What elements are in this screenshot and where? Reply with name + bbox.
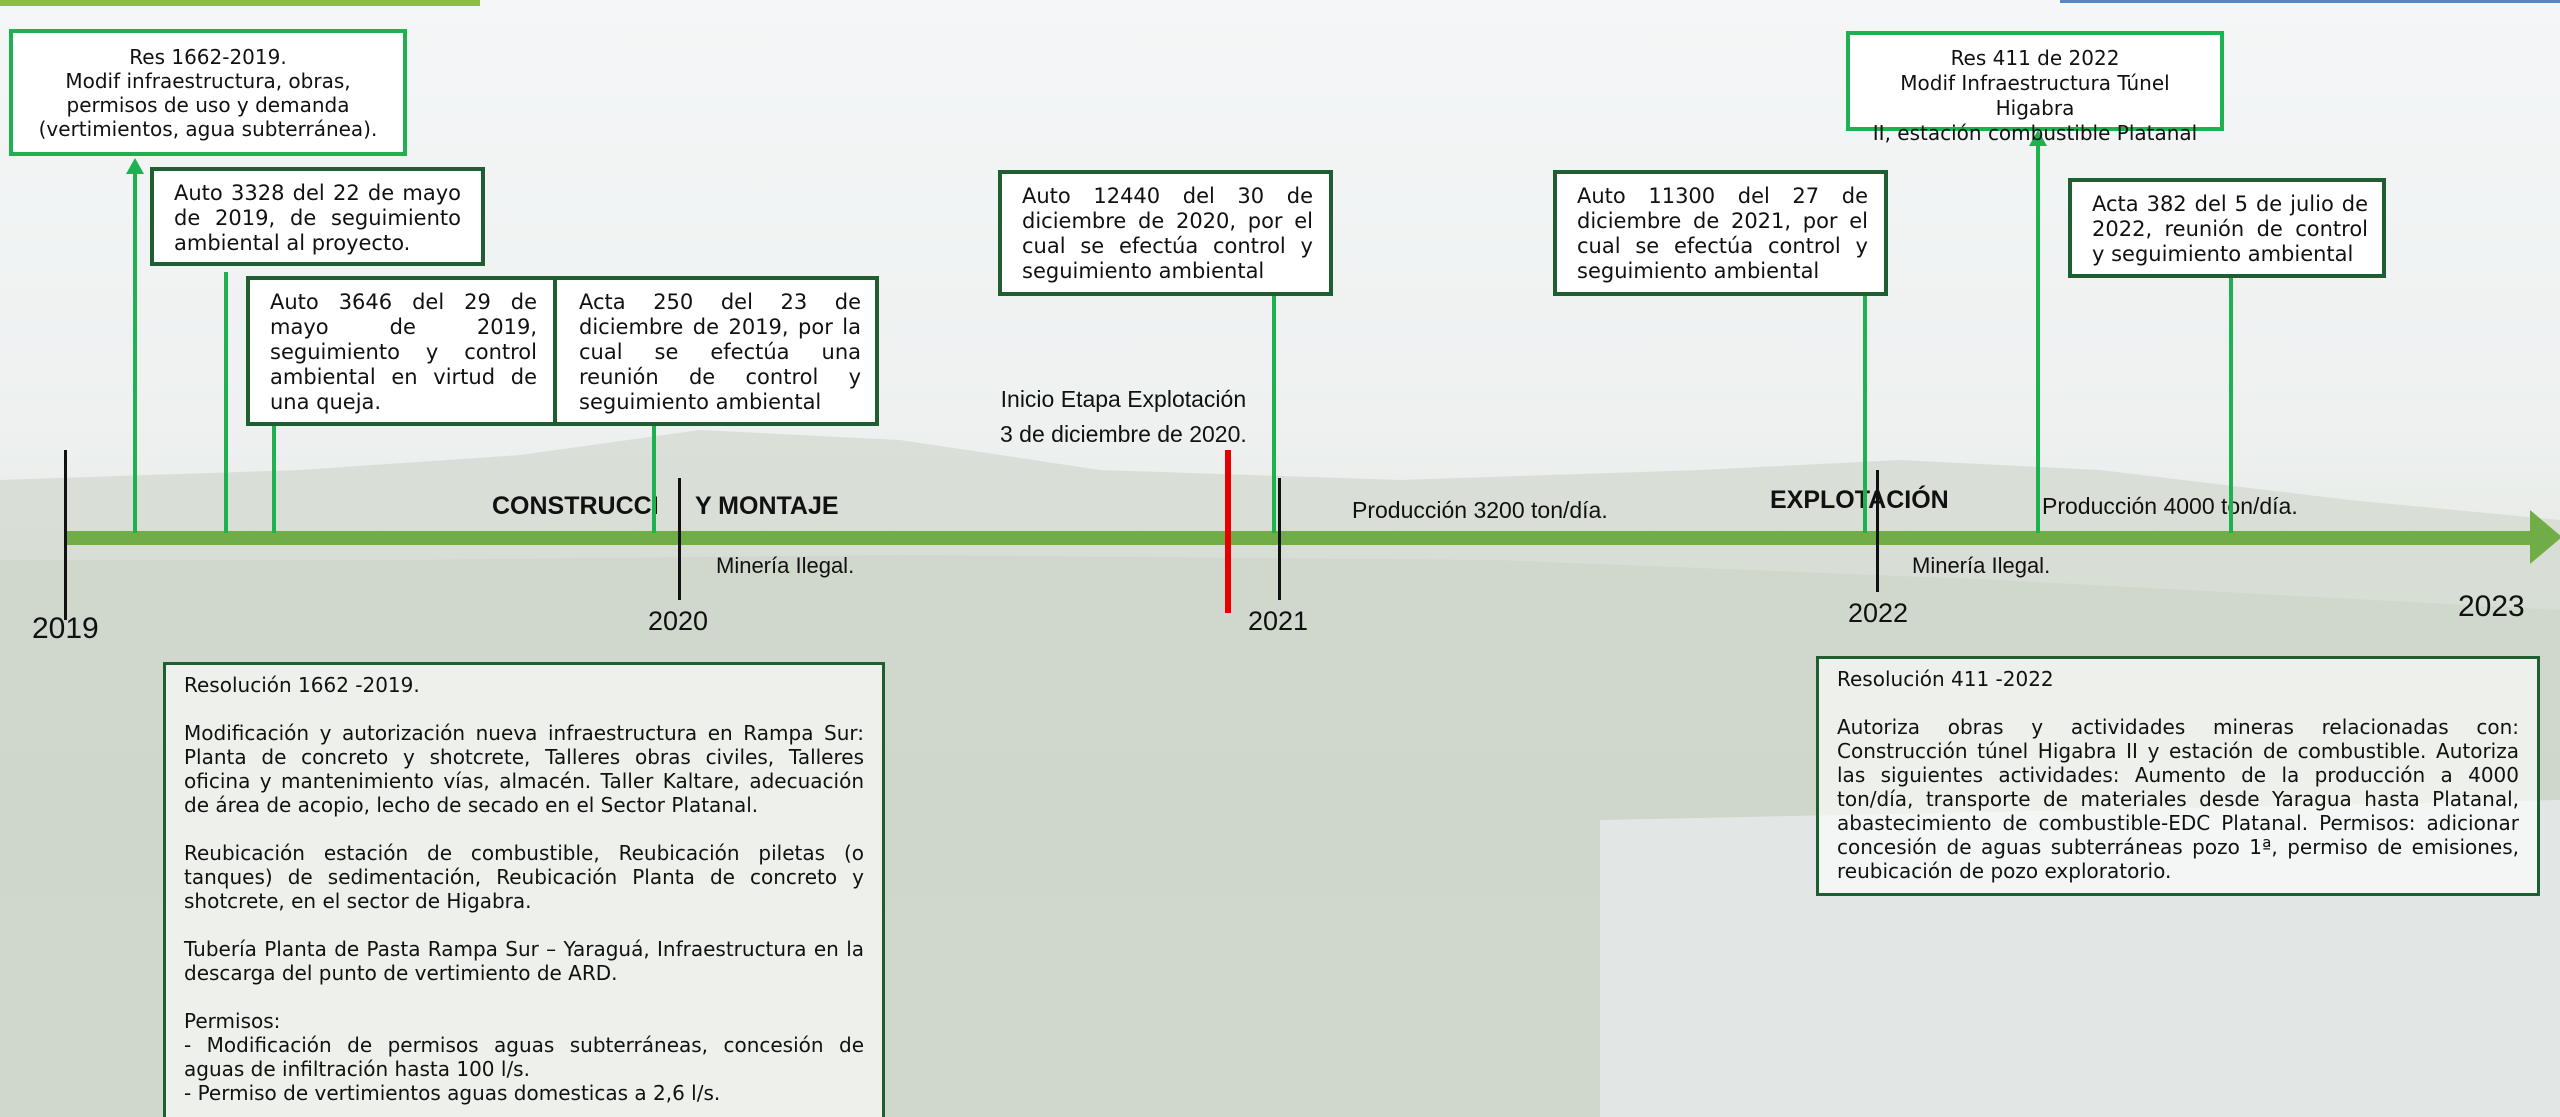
arrow-res1662: [126, 158, 144, 174]
event-auto3328: Auto 3328 del 22 de mayo de 2019, de seg…: [150, 167, 485, 266]
production-4000-label: Producción 4000 ton/día.: [2042, 493, 2298, 519]
phase-construction-right: Y MONTAJE: [695, 492, 839, 520]
detail-res411-title: Resolución 411 -2022: [1837, 667, 2054, 691]
res1662-line2: Modif infraestructura, obras,: [65, 69, 351, 93]
start-exploitation-line1: Inicio Etapa Explotación: [1000, 386, 1247, 412]
illegal-mining-label-1: Minería Ilegal.: [716, 553, 855, 578]
start-exploitation-marker: [1225, 450, 1231, 613]
start-exploitation-line2: 3 de diciembre de 2020.: [1000, 421, 1247, 447]
event-auto11300: Auto 11300 del 27 de diciembre de 2021, …: [1553, 170, 1888, 296]
year-2019: 2019: [32, 612, 99, 645]
detail-res1662-title: Resolución 1662 -2019.: [184, 673, 420, 697]
event-auto3646: Auto 3646 del 29 de mayo de 2019, seguim…: [246, 276, 557, 426]
phase-exploitation: EXPLOTACIÓN: [1770, 486, 1949, 514]
connector-auto12440: [1272, 296, 1276, 533]
year-2022: 2022: [1848, 598, 1909, 628]
timeline-arrowhead: [2530, 510, 2560, 564]
year-2021: 2021: [1248, 606, 1309, 636]
start-exploitation-label: Inicio Etapa Explotación 3 de diciembre …: [1000, 382, 1247, 452]
detail-res1662-p3: Tubería Planta de Pasta Rampa Sur – Yara…: [184, 937, 864, 985]
detail-res1662-permisos-title: Permisos:: [184, 1009, 281, 1033]
res411-line3: II, estación combustible Platanal: [1872, 121, 2198, 145]
tick-2020: [678, 478, 681, 600]
arrow-res411: [2029, 130, 2047, 146]
tick-2019: [64, 450, 67, 620]
tick-2022: [1876, 470, 1879, 592]
timeline-axis: [64, 531, 2534, 545]
event-acta382: Acta 382 del 5 de julio de 2022, reunión…: [2068, 178, 2386, 278]
connector-acta250: [652, 426, 656, 533]
detail-res411: Resolución 411 -2022 Autoriza obras y ac…: [1816, 656, 2540, 896]
top-accent-bar-blue: [2060, 0, 2560, 3]
top-accent-bar-green: [0, 0, 480, 6]
illegal-mining-label-2: Minería Ilegal.: [1912, 553, 2051, 578]
res411-line1: Res 411 de 2022: [1950, 46, 2120, 70]
event-res411: Res 411 de 2022 Modif Infraestructura Tú…: [1846, 31, 2224, 145]
phase-construction-left: CONSTRUCCI: [492, 492, 659, 520]
event-auto12440: Auto 12440 del 30 de diciembre de 2020, …: [998, 170, 1333, 296]
event-acta250: Acta 250 del 23 de diciembre de 2019, po…: [553, 276, 879, 426]
production-3200-label: Producción 3200 ton/día.: [1352, 497, 1608, 523]
event-res1662: Res 1662-2019. Modif infraestructura, ob…: [9, 29, 407, 156]
detail-res1662-p1: Modificación y autorización nueva infrae…: [184, 721, 864, 817]
tick-2021: [1278, 478, 1281, 600]
res1662-line1: Res 1662-2019.: [129, 45, 287, 69]
detail-res1662: Resolución 1662 -2019. Modificación y au…: [163, 662, 885, 1117]
connector-auto3646: [272, 426, 276, 533]
connector-auto11300: [1863, 296, 1867, 533]
detail-res1662-p2: Reubicación estación de combustible, Reu…: [184, 841, 864, 913]
year-2023: 2023: [2458, 590, 2525, 623]
detail-res1662-permiso1: - Modificación de permisos aguas subterr…: [184, 1033, 864, 1081]
detail-res411-p1: Autoriza obras y actividades mineras rel…: [1837, 715, 2519, 883]
detail-res1662-permiso2: - Permiso de vertimientos aguas domestic…: [184, 1081, 721, 1105]
res1662-line4: (vertimientos, agua subterránea).: [38, 117, 378, 141]
connector-acta382: [2229, 276, 2233, 533]
connector-res1662: [133, 170, 137, 533]
res411-line2: Modif Infraestructura Túnel Higabra: [1900, 71, 2170, 120]
connector-res411: [2036, 140, 2040, 533]
res1662-line3: permisos de uso y demanda: [66, 93, 350, 117]
connector-auto3328: [224, 272, 228, 533]
year-2020: 2020: [648, 606, 709, 636]
